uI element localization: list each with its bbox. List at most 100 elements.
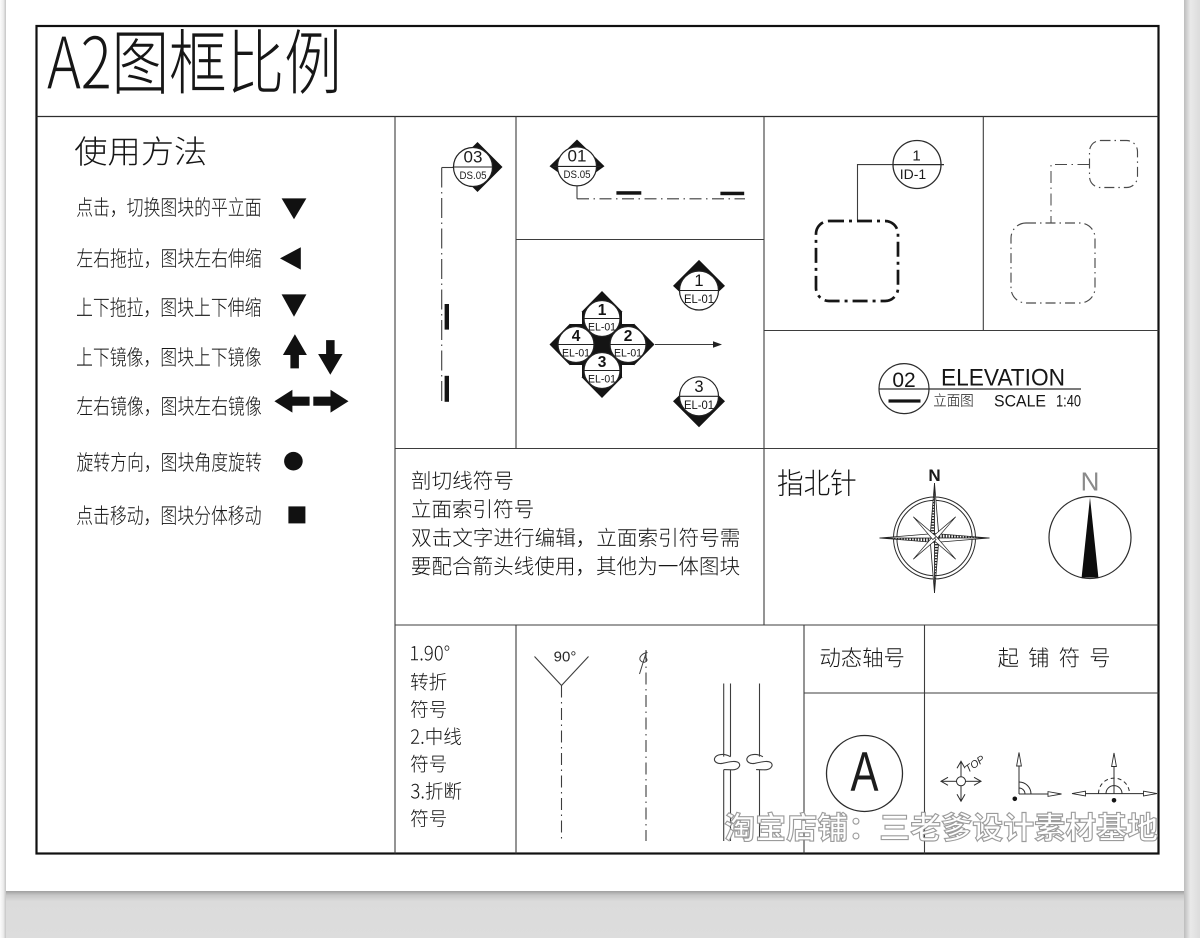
composite-code-bottom: EL-01 xyxy=(588,374,616,386)
angle-symbol: 90° xyxy=(534,649,589,843)
composite-notch xyxy=(570,312,582,324)
cross-arrowhead xyxy=(956,794,966,803)
ghost-note4: 要配合箭头线使用，其他为一体图块 xyxy=(412,554,747,578)
section-thick-mark xyxy=(444,304,449,330)
composite-number-left: 4 xyxy=(572,328,581,345)
centerline-mark xyxy=(639,651,648,675)
marker-code: EL-01 xyxy=(684,398,714,412)
ghost-row4: 上下镜像，图块上下镜像 xyxy=(77,345,261,369)
ghost-axis-head: 动态轴号 xyxy=(820,645,907,669)
elevation-marker-single-bottom: 3 EL-01 xyxy=(673,376,725,428)
composite-notch xyxy=(622,365,634,377)
north-n-label: N xyxy=(1081,467,1100,497)
bubble-number: 01 xyxy=(568,147,587,166)
page-edge-left xyxy=(0,0,6,938)
compass-point-open xyxy=(934,537,990,543)
ghost-row6: 旋转方向，图块角度旋转 xyxy=(77,450,261,474)
block-outline-large xyxy=(1010,222,1096,304)
cross-rotation-label: TOP xyxy=(963,753,987,775)
north-arrow-simple: N xyxy=(1048,467,1132,580)
section-thick-mark xyxy=(444,375,449,402)
id-symbol: 1 ID-1 xyxy=(814,139,944,303)
section-cut-bubble: 03 DS.05 xyxy=(452,146,494,188)
compass-point-shaded xyxy=(934,537,940,594)
composite-code-left: EL-01 xyxy=(562,348,590,360)
compass-point-open xyxy=(929,537,935,594)
ghost-ls4: 2.中线 xyxy=(411,725,459,747)
ghost-ls1: 1.90° xyxy=(411,643,458,665)
bidir-harrow-left xyxy=(1071,790,1086,797)
cross-arrowhead xyxy=(973,776,983,786)
bubble-code: DS.05 xyxy=(460,170,487,182)
ghost-ls7: 符号 xyxy=(411,807,449,829)
paving-bidir-symbol xyxy=(1071,752,1158,803)
ghost-pav-head: 起铺符号 xyxy=(998,645,1112,669)
elevation-marker-single-top: 1 EL-01 xyxy=(673,259,725,311)
elevation-title: ELEVATION xyxy=(941,365,1065,392)
ghost-row2: 左右拖拉，图块左右伸缩 xyxy=(77,246,261,270)
bidir-arc-dashed xyxy=(1098,777,1130,794)
ghost-north-label: 指北针 xyxy=(778,467,856,497)
break-squiggle xyxy=(746,753,773,771)
bidir-arc-solid xyxy=(1105,785,1123,794)
ghost-row1: 点击，切换图块的平立面 xyxy=(77,195,261,219)
angle-arm-right xyxy=(561,656,589,686)
axis-circle xyxy=(825,734,904,813)
angle-label: 90° xyxy=(554,649,577,666)
ghost-note2: 立面索引符号 xyxy=(412,497,539,521)
marker-code: EL-01 xyxy=(684,292,714,306)
triangle-down-icon xyxy=(281,198,307,220)
compass-rose: N xyxy=(879,466,990,594)
ghost-usage-head: 使用方法 xyxy=(75,134,211,168)
section-line-bubble: 01 DS.05 xyxy=(553,146,601,187)
ghost-ls2: 转折 xyxy=(411,671,449,693)
page-edge-right xyxy=(1184,0,1200,938)
ghost-row5: 左右镜像，图块左右镜像 xyxy=(77,394,261,418)
elevation-number-underline xyxy=(888,399,921,403)
cross-arrowhead xyxy=(956,760,966,769)
arrow-left-icon xyxy=(274,389,310,413)
cross-arrowhead xyxy=(939,776,949,786)
angle-arm-left xyxy=(534,656,562,686)
cross-hub xyxy=(956,776,966,787)
composite-notch xyxy=(570,365,582,377)
elevation-scale-label: SCALE xyxy=(994,393,1046,411)
section-thick-mark xyxy=(720,191,745,196)
north-circle xyxy=(1048,495,1132,580)
arrow-down-icon xyxy=(318,340,343,375)
drawing-frame xyxy=(35,24,1160,855)
ghost-note3: 双击文字进行编辑，立面索引符号需 xyxy=(412,525,747,549)
ghost-watermark: 淘宝店铺：三老爹设计素材基地 xyxy=(725,810,1157,844)
corner-varrow xyxy=(1016,752,1022,767)
section-cut-symbol: 03 DS.05 xyxy=(441,142,503,402)
ghost-row3: 上下拖拉，图块上下伸缩 xyxy=(77,295,261,319)
arrow-right-icon xyxy=(313,389,349,413)
composite-number-bottom: 3 xyxy=(598,354,607,371)
composite-number-right: 2 xyxy=(624,328,633,345)
elevation-scale-value: 1:40 xyxy=(1056,393,1081,411)
elevation-marker-composite: 1 EL-01 2 EL-01 3 EL-01 4 EL-01 xyxy=(549,291,722,398)
section-thick-mark xyxy=(616,191,642,195)
composite-arrow-head xyxy=(713,341,722,348)
corner-arc-large xyxy=(1018,781,1032,795)
compass-point-open xyxy=(934,482,940,539)
bidir-dot xyxy=(1111,798,1117,803)
corner-arc-small xyxy=(1018,787,1026,795)
ghost-note1: 剖切线符号 xyxy=(412,468,518,492)
compass-minor-point xyxy=(913,516,937,541)
break-squiggle xyxy=(713,753,741,771)
composite-code-top: EL-01 xyxy=(588,322,616,334)
id-number: 1 xyxy=(912,148,920,165)
marker-number: 1 xyxy=(694,272,703,290)
composite-notch xyxy=(622,312,634,324)
arrow-up-icon xyxy=(282,334,307,369)
ghost-ls5: 符号 xyxy=(411,753,449,775)
compass-point-shaded xyxy=(934,533,990,539)
triangle-left-icon xyxy=(280,247,301,270)
centerline-symbol xyxy=(639,650,648,841)
id-block-outline xyxy=(814,219,900,303)
compass-n-label: N xyxy=(928,466,940,485)
compass-point-shaded xyxy=(879,537,935,543)
